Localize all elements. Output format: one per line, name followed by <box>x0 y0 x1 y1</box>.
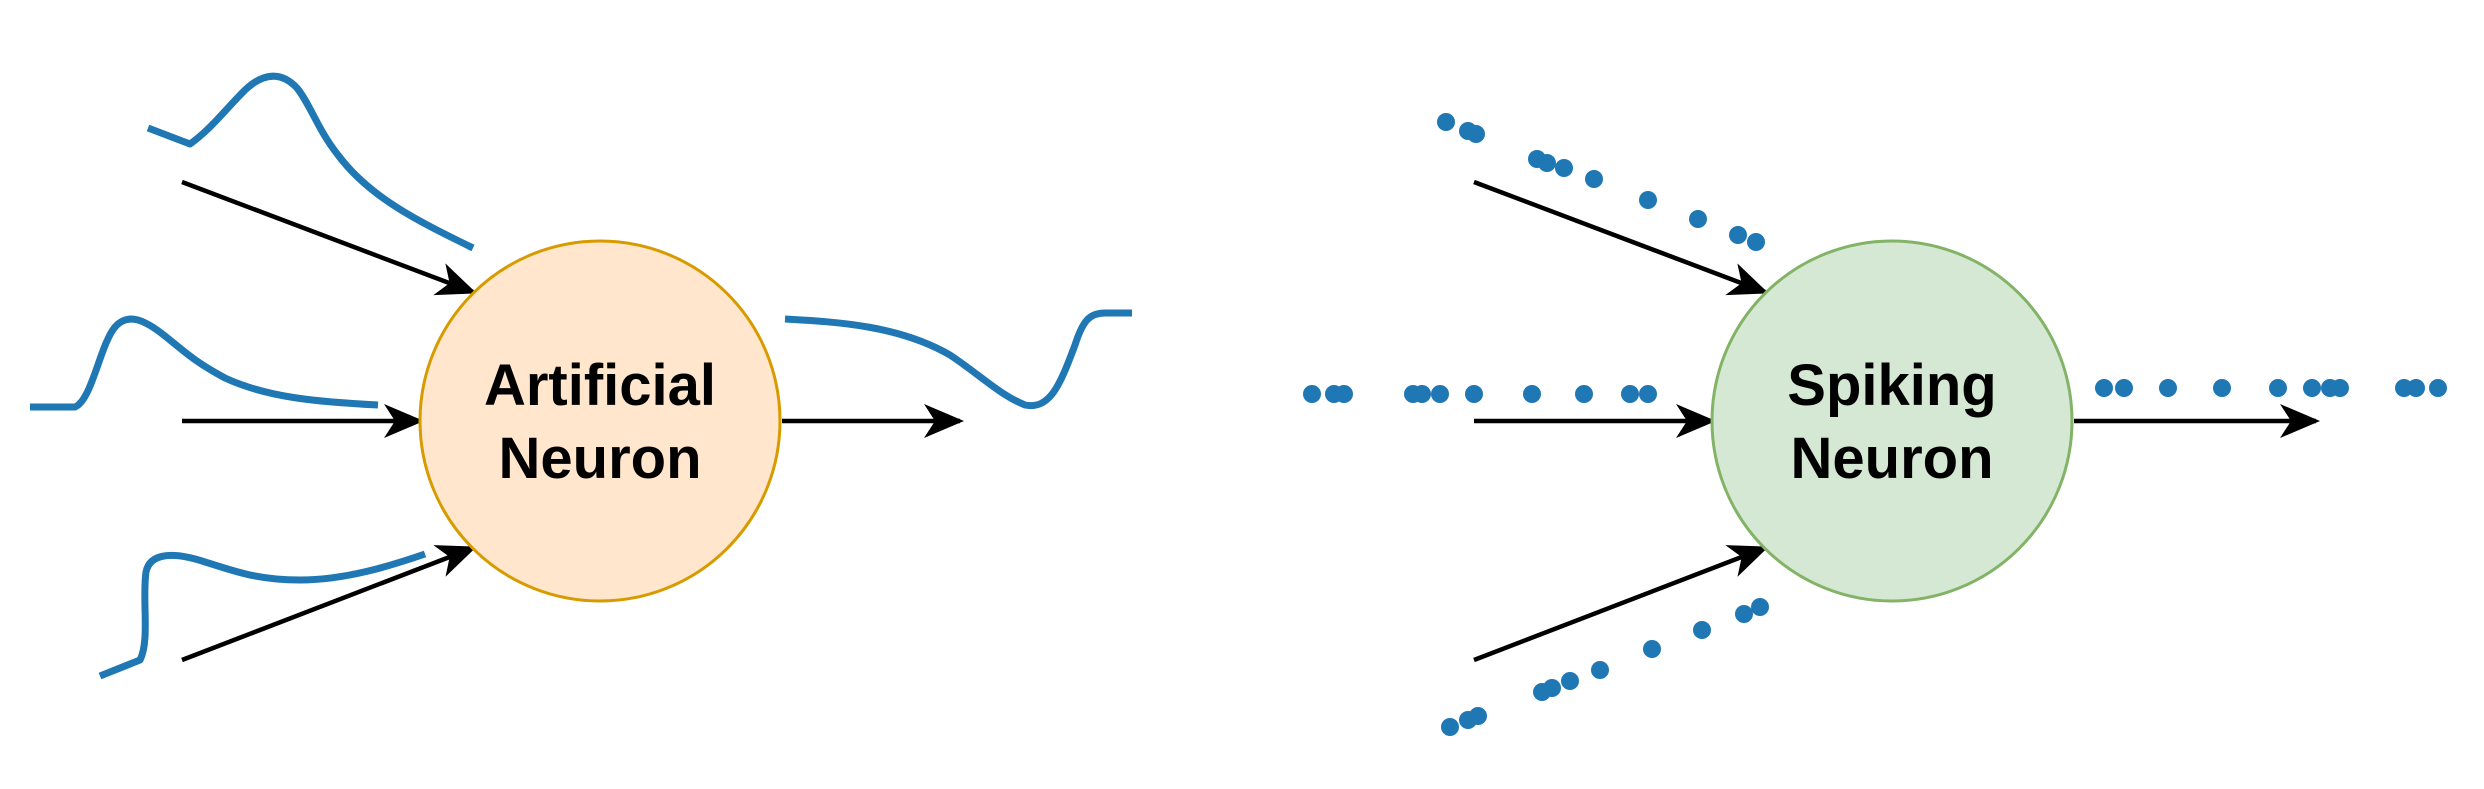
artificial-input-signal-top <box>146 72 475 252</box>
spike-dot <box>2407 379 2425 397</box>
artificial-neuron-group: Artificial Neuron <box>30 72 1132 680</box>
spike-dot <box>1441 718 1459 736</box>
spike-dot <box>1467 125 1485 143</box>
spike-dot <box>2429 379 2447 397</box>
spiking-neuron-label-line2: Neuron <box>1791 426 1994 491</box>
spiking-input-arrow-bottom <box>1473 545 1769 663</box>
spike-dot <box>1303 385 1321 403</box>
spike-dot <box>1538 154 1556 172</box>
artificial-neuron-label-line1: Artificial <box>484 353 716 418</box>
spiking-input-spikes-middle <box>1303 385 1657 403</box>
artificial-input-arrow-top <box>181 179 477 296</box>
spike-dot <box>2115 379 2133 397</box>
spike-dot <box>1693 621 1711 639</box>
spike-dot <box>1735 605 1753 623</box>
artificial-input-signal-bottom <box>98 550 427 680</box>
spike-dot <box>1469 707 1487 725</box>
spike-dot <box>1413 385 1431 403</box>
spike-dot <box>1431 385 1449 403</box>
spike-dot <box>1543 679 1561 697</box>
spike-dot <box>1437 113 1455 131</box>
spike-dot <box>1639 191 1657 209</box>
spiking-input-arrow-top <box>1473 179 1769 296</box>
spike-dot <box>1561 672 1579 690</box>
artificial-neuron-circle <box>418 239 782 603</box>
spiking-neuron-circle <box>1710 239 2074 603</box>
spiking-neuron-label-line1: Spiking <box>1787 353 1996 418</box>
spiking-neuron-group: Spiking Neuron <box>1303 113 2447 736</box>
spike-dot <box>1729 226 1747 244</box>
spike-dot <box>1747 233 1765 251</box>
spiking-input-spikes-bottom <box>1441 598 1769 736</box>
spike-dot <box>1523 385 1541 403</box>
spike-dot <box>1639 385 1657 403</box>
spike-dot <box>1555 159 1573 177</box>
spike-dot <box>1465 385 1483 403</box>
artificial-output-signal <box>784 309 1132 410</box>
spike-dot <box>2303 379 2321 397</box>
spike-dot <box>1575 385 1593 403</box>
spike-dot <box>1585 170 1603 188</box>
spike-dot <box>1751 598 1769 616</box>
spiking-input-spikes-top <box>1437 113 1765 251</box>
artificial-input-signal-middle <box>30 315 379 411</box>
spike-dot <box>1335 385 1353 403</box>
spike-dot <box>1591 661 1609 679</box>
spike-dot <box>2095 379 2113 397</box>
spike-dot <box>1643 640 1661 658</box>
spike-dot <box>2213 379 2231 397</box>
artificial-input-arrow-bottom <box>181 545 477 663</box>
spiking-output-spikes <box>2095 379 2447 397</box>
spike-dot <box>2159 379 2177 397</box>
artificial-neuron-label-line2: Neuron <box>499 426 702 491</box>
spike-dot <box>1689 210 1707 228</box>
spike-dot <box>1621 385 1639 403</box>
spike-dot <box>2269 379 2287 397</box>
spike-dot <box>2331 379 2349 397</box>
